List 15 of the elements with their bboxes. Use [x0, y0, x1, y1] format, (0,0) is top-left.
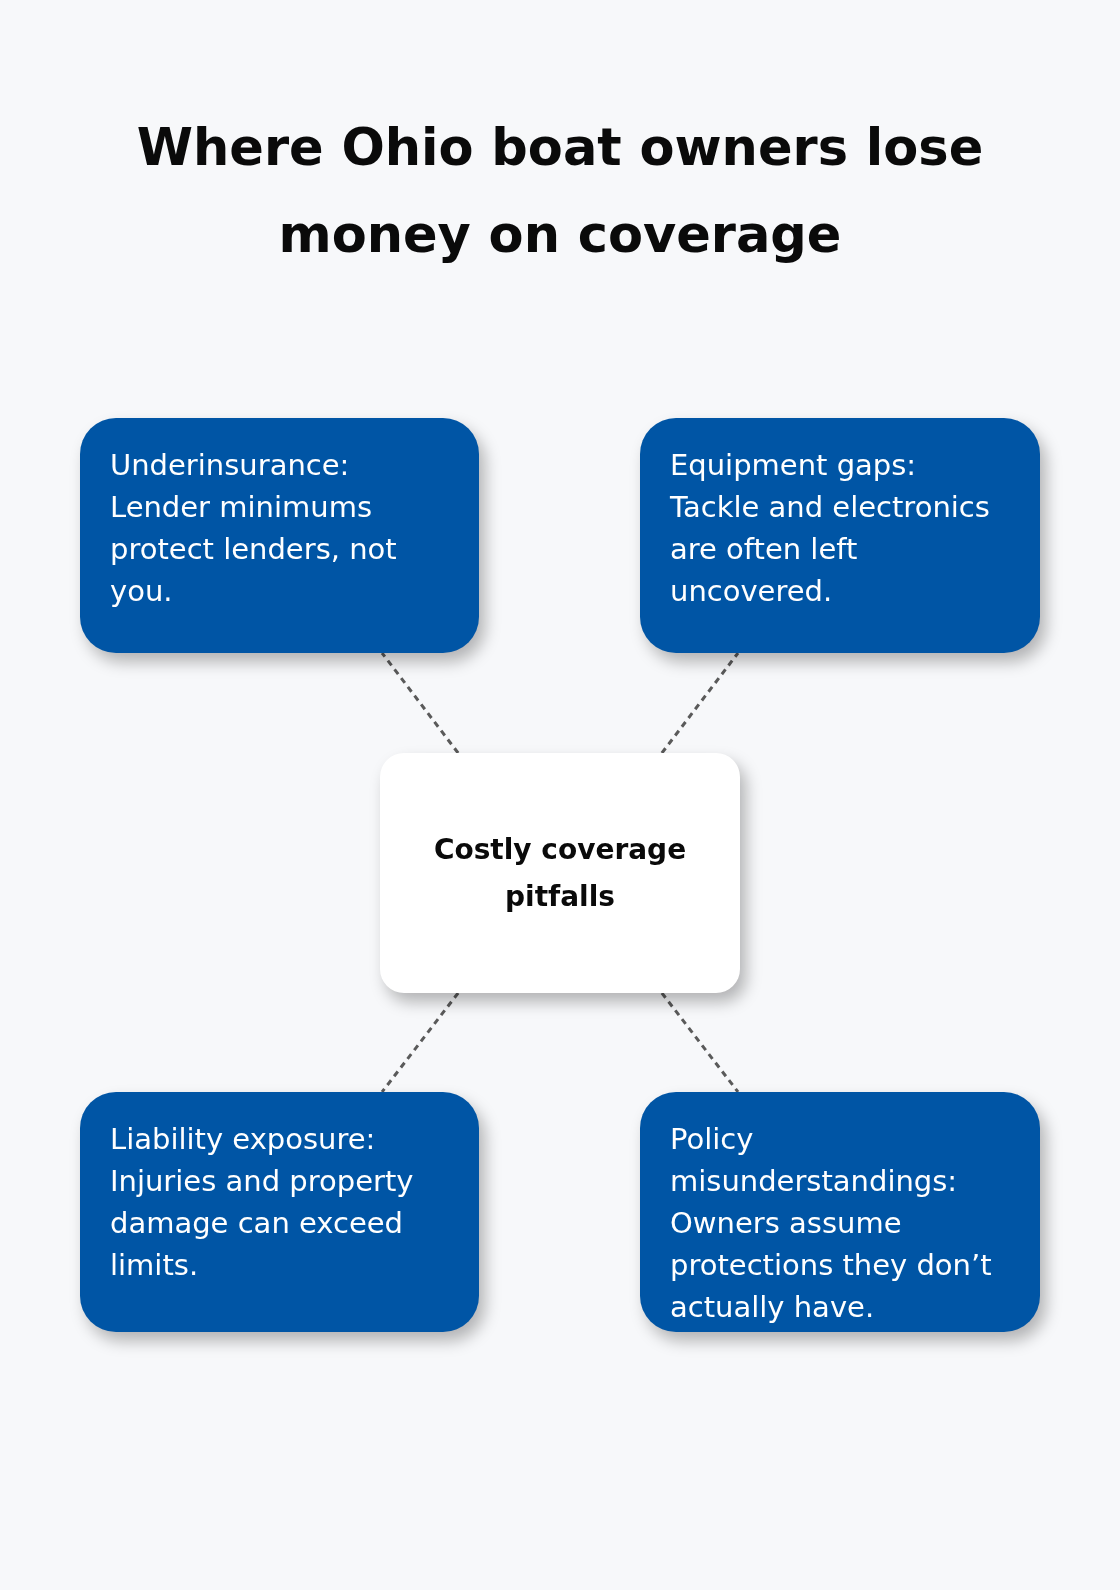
card-text: Equipment gaps: Tackle and electronics are often left uncovered.: [670, 447, 991, 610]
pitfall-card: [80, 418, 479, 653]
dashed-connector: [660, 992, 740, 1093]
dashed-connector: [380, 992, 460, 1093]
card-text: Underinsurance: Lender minimums protect lenders, not you.: [110, 447, 398, 610]
topic-text: Costly coverage pitfalls: [432, 832, 688, 915]
pitfall-card: [80, 1092, 479, 1332]
title: Where Ohio boat owners lose money on coverage: [135, 117, 985, 266]
dashed-connector: [380, 652, 460, 754]
pitfall-card: [640, 418, 1040, 653]
card-text: Policy misunderstandings: Owners assume protections they don’t actually have.: [670, 1121, 993, 1326]
pitfall-card: [640, 1092, 1040, 1332]
dashed-connector: [660, 652, 740, 754]
card-text: Liability exposure: Injuries and property damage can exceed limits.: [110, 1121, 415, 1284]
topic-box: [380, 753, 740, 993]
